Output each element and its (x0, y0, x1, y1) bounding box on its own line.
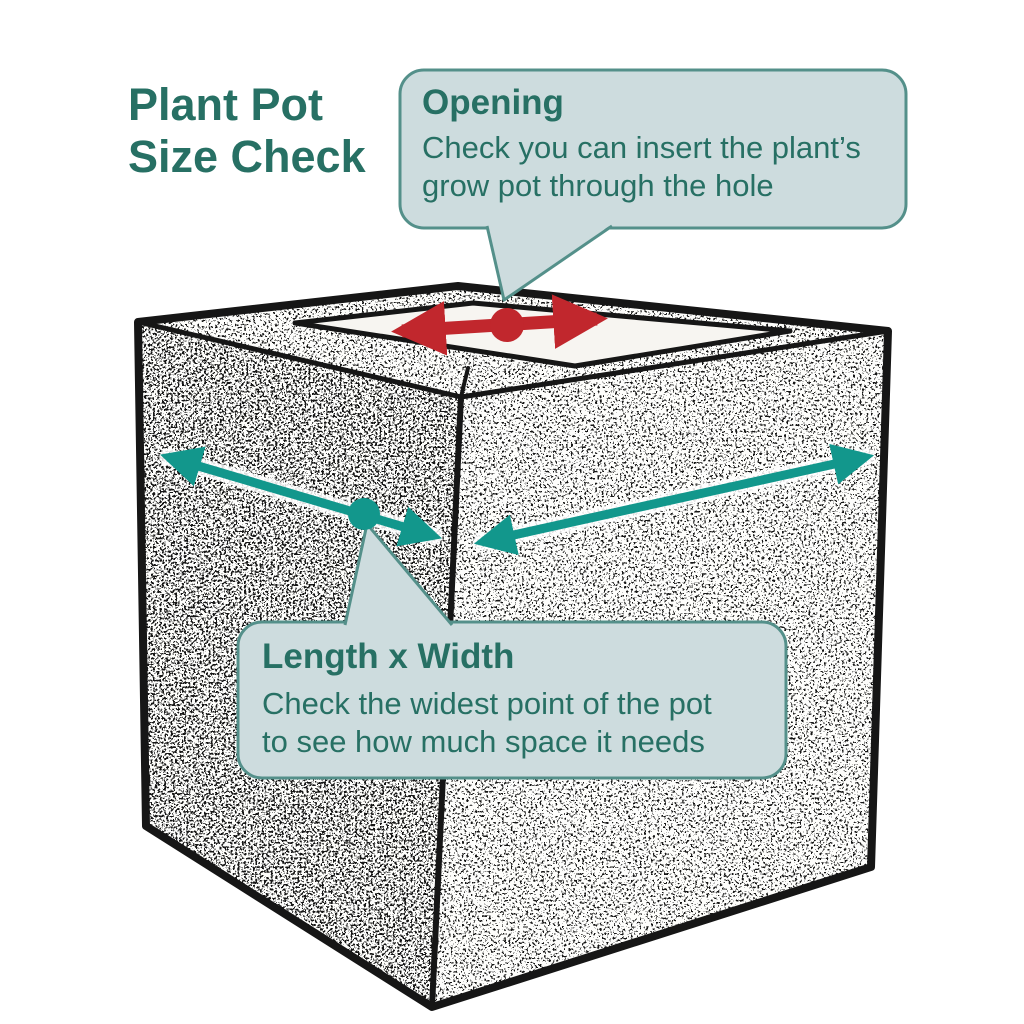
footprint-callout-body-line-1: Check the widest point of the pot (262, 686, 712, 721)
opening-callout-bubble (398, 68, 908, 230)
width-arrow (473, 443, 875, 556)
opening-callout-tail (487, 224, 612, 300)
opening-callout-body-line-1: Check you can insert the plant’s (422, 130, 861, 165)
opening-front-joint-edge (459, 366, 470, 399)
opening-callout-body-line-2: grow pot through the hole (422, 168, 774, 203)
page-title-line-1: Plant Pot (128, 79, 323, 130)
rim-front-left-edge (135, 319, 464, 400)
planter-outline (134, 282, 892, 1011)
page-title-line-2: Size Check (128, 131, 367, 182)
length-arrow (160, 446, 442, 547)
opening-callout: Opening Check you can insert the plant’s… (398, 68, 908, 302)
length-width-dot (348, 498, 380, 530)
opening-measurement (391, 294, 608, 356)
opening-center-dot (490, 308, 524, 342)
opening-callout-tail-border (485, 224, 613, 302)
footprint-measurement (159, 443, 875, 556)
footprint-callout-body-line-2: to see how much space it needs (262, 724, 705, 759)
footprint-callout: Length x Width Check the widest point of… (236, 522, 788, 780)
footprint-callout-tail (344, 524, 453, 627)
opening-callout-heading: Opening (422, 83, 564, 122)
rim-front-right-edge (458, 328, 891, 400)
footprint-callout-heading: Length x Width (262, 637, 514, 676)
footprint-callout-bubble (236, 620, 788, 780)
